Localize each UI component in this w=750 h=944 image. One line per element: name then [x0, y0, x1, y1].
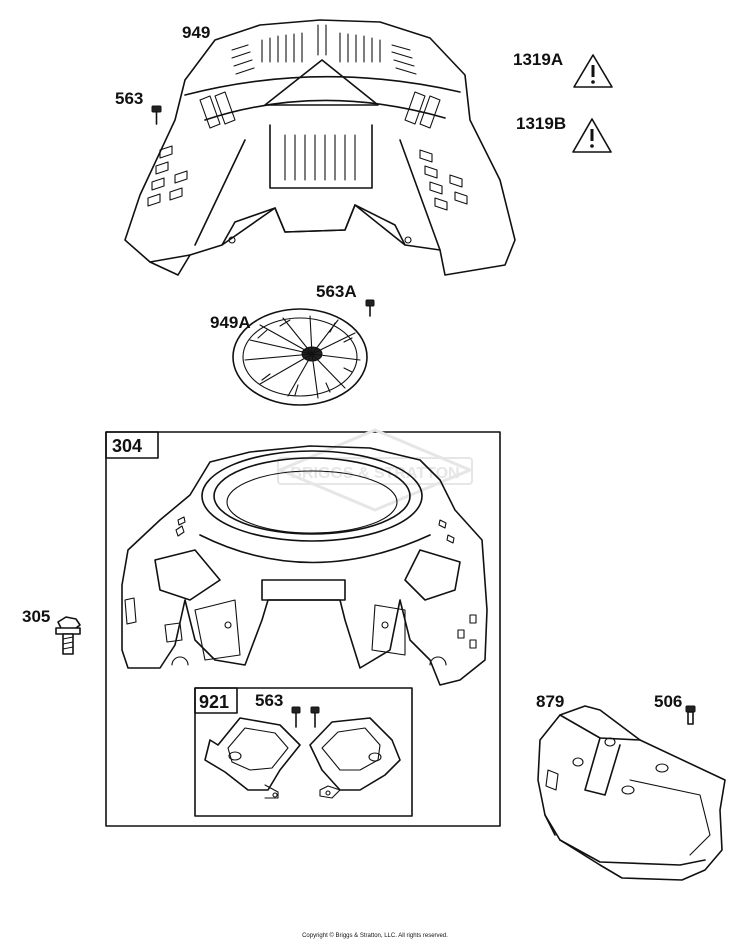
screw-506 [685, 705, 696, 725]
part-304-blower-housing [121, 445, 488, 686]
watermark-text: BRIGGS & STRATTON [290, 465, 459, 482]
callout-563-box: 563 [255, 691, 283, 710]
part-879-shield [537, 705, 726, 881]
screw-563-box-b [310, 706, 320, 728]
copyright-text: Copyright © Briggs & Stratton, LLC. All … [302, 933, 448, 939]
callout-305: 305 [22, 607, 50, 626]
callout-563-top: 563 [115, 89, 143, 108]
callout-506: 506 [654, 692, 682, 711]
screw-563-box-a [291, 706, 301, 728]
part-921-baffle-left [204, 717, 301, 799]
assembly-921-box [194, 687, 413, 817]
callout-949a: 949A [210, 313, 251, 332]
watermark-logo: BRIGGS & STRATTON [276, 428, 474, 512]
assembly-304-box [105, 431, 501, 827]
screw-563a [365, 299, 375, 317]
callout-563a: 563A [316, 282, 357, 301]
callout-949: 949 [182, 23, 210, 42]
part-949-blower-cover [124, 19, 516, 276]
callout-1319b: 1319B [516, 114, 566, 133]
callout-879: 879 [536, 692, 564, 711]
part-949a-screen [232, 308, 368, 406]
warning-triangle-icon [572, 118, 612, 153]
screw-563-top [151, 105, 162, 125]
callout-304: 304 [112, 436, 142, 456]
callout-1319a: 1319A [513, 50, 563, 69]
callout-921: 921 [199, 692, 229, 712]
bolt-305 [55, 616, 81, 655]
part-921-baffle-right [309, 717, 401, 799]
warning-triangle-icon [573, 54, 613, 88]
